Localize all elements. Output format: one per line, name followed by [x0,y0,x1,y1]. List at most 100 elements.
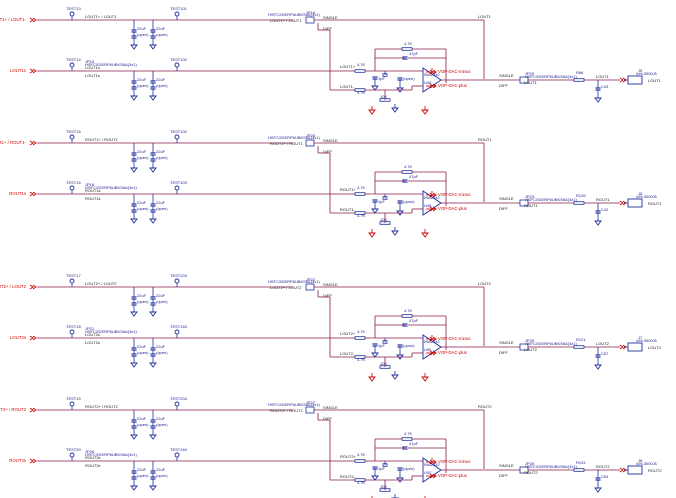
capacitor-value: (open) [137,299,149,304]
single-label: SINGLE [323,282,338,287]
capacitor-value: 22uF [137,416,147,421]
net-label: ROUT2 [478,404,492,409]
capacitor-value: 22uF [137,26,147,31]
resistor [354,192,366,196]
net-label: LOUT2 [524,347,538,352]
port-arrow-icon [32,17,37,23]
single-label: SINGLE [323,405,338,410]
net-label: LOUT1- [340,84,355,89]
ground-icon [130,218,138,224]
test-point-icon [174,452,180,458]
capacitor-value: 22uF [137,293,147,298]
ground-icon [594,487,602,493]
test-point-label: TEST102 [170,129,188,134]
resistor [573,345,585,349]
ground-icon [421,109,429,115]
connector-part: AHL3000-B [636,71,657,76]
single-label: SINGLE [323,138,338,143]
capacitor-ref: C64 [601,474,609,479]
connector-net: LOUT2 [648,345,662,350]
resistor [354,459,366,463]
test-point-label: TEST16 [66,180,81,185]
connector-ref: J6 [638,191,643,196]
rail-plus-label: VOP-DAC-plus [438,350,467,355]
capacitor-value: 22uF [156,149,166,154]
jumper-ref: JP18 [85,182,95,187]
resistor [401,47,413,51]
jumper-part: HSFCXDERP6UBKS6A(3x1) [268,135,320,140]
jumper-ref: JP16 [306,10,316,15]
single-label: SINGLE [499,463,514,468]
resistor-value: 4.7K [357,213,366,218]
net-label: ROUT2s [85,463,101,468]
port-arrow-icon [29,17,34,23]
ground-icon [391,374,399,380]
input-port-diff: LOUT2+ / LOUT2 [0,284,27,289]
port-arrow-icon [619,467,624,473]
resistor [573,78,585,82]
ground-icon [594,364,602,370]
capacitor-ref: C43 [601,84,609,89]
net-label: ROUT2- [340,474,356,479]
port-arrow-icon [29,458,34,464]
resistor-value: 4.7K [357,329,366,334]
resistor [379,98,391,102]
input-port-diff: ROUT2+ / ROUT2 [0,407,27,412]
net-label: LOUT1+ [340,64,356,69]
resistor [354,69,366,73]
opamp-ref: U48 [424,203,432,208]
port-arrow-icon [29,191,34,197]
single-label: SINGLE [499,196,514,201]
input-port-se: LOUT2s [10,335,26,340]
net-label: ROUT2+ / ROUT2 [85,404,119,409]
jumper-ref: JP21 [85,326,95,331]
ground-icon [130,434,138,440]
test-point-label: TEST203 [170,273,188,278]
port-arrow-icon [429,350,434,356]
resistor [382,340,388,344]
capacitor-value: (open) [137,32,149,37]
net-label: ROUT1s [85,188,101,193]
port-arrow-icon [29,140,34,146]
port-arrow-icon [429,336,434,342]
diff-label: DIFF [499,350,508,355]
capacitor-value: (open) [156,299,168,304]
resistor-value: 4.7K [404,164,413,169]
capacitor-value: (open) [137,473,149,478]
ground-icon [594,220,602,226]
test-point-label: TEST14 [66,57,81,62]
test-point-label: TEST15 [66,129,81,134]
diff-label: DIFF [499,206,508,211]
resistor [401,314,413,318]
test-point-icon [69,185,75,191]
test-point-icon [69,329,75,335]
jumper-icon [305,16,315,24]
capacitor-value: (open) [156,83,168,88]
resistor-value: 4.7K [357,480,366,485]
port-arrow-icon [432,192,437,198]
test-point-label: TEST18 [66,324,81,329]
port-arrow-icon [619,200,624,206]
opamp-part: INA2332 [424,195,440,200]
resistor [401,437,413,441]
ground-icon [371,208,379,214]
capacitor-value: (open) [137,422,149,427]
net-label: LOUT2s [85,340,100,345]
ground-icon [149,434,157,440]
ground-icon [368,109,376,115]
test-point-label: TEST101 [170,6,188,11]
port-arrow-icon [32,68,37,74]
jumper-ref: JP26 [85,449,95,454]
port-arrow-icon [32,458,37,464]
jumper-part: HSFCXDERP6UBKS6A(3x1) [85,452,137,457]
net-label: LOUT2+ [340,331,356,336]
jumper-part: HSFCXDERP6UBKS6A(3x1) [85,185,137,190]
net-label: ROUT1 [596,197,610,202]
ground-icon [149,218,157,224]
capacitor-value: 22uF [156,293,166,298]
net-label: ROUT1+ / ROUT1 [270,141,304,146]
jumper-ref: JP26 [525,71,535,76]
capacitor-value: 22uF [156,26,166,31]
port-arrow-icon [32,140,37,146]
